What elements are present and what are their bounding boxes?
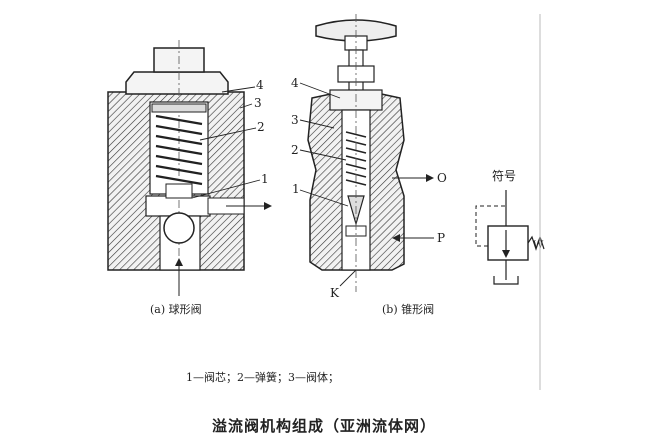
symbol-arrow — [502, 250, 510, 258]
ball-callout-3: 3 — [254, 96, 262, 110]
symbol-pilot-line — [475, 205, 507, 247]
symbol-title: 符号 — [492, 168, 516, 183]
cone-callout-2: 2 — [291, 143, 299, 157]
ball-valve-cap — [125, 71, 229, 95]
ball-valve-stem — [165, 183, 193, 199]
symbol-spring — [527, 235, 545, 251]
cone-callout-3: 3 — [291, 113, 299, 127]
symbol-box — [487, 225, 529, 261]
port-k-label: K — [330, 286, 340, 300]
ball-callout-2: 2 — [257, 120, 265, 134]
cone-valve-leaders — [299, 82, 349, 207]
ball-valve-leaders — [191, 86, 261, 199]
port-p-label: P — [437, 231, 445, 245]
caption-ball-valve: (a) 球形阀 — [150, 303, 202, 316]
ball-valve-ball — [163, 212, 195, 244]
symbol-w-label: W — [533, 240, 544, 251]
ball-callout-4: 4 — [256, 78, 264, 92]
cone-callout-1: 1 — [292, 182, 300, 196]
ball-valve-spring-seat — [151, 103, 207, 113]
figure-title: 溢流阀机构组成（亚洲流体网） — [212, 417, 437, 435]
relief-valve-symbol: 符号 W — [475, 168, 545, 285]
cone-valve-drawing: O P K 4 3 2 1 — [291, 14, 447, 300]
ball-valve-drawing: 4 3 2 1 — [107, 40, 272, 296]
ball-valve-spring — [155, 114, 203, 186]
port-o-label: O — [437, 171, 447, 185]
cone-callout-4: 4 — [291, 76, 299, 90]
symbol-tank — [493, 276, 519, 285]
caption-cone-valve: (b) 锥形阀 — [382, 303, 435, 316]
parts-legend: 1—阀芯；2—弹簧；3—阀体； — [186, 371, 339, 384]
ball-callout-1: 1 — [261, 172, 269, 186]
